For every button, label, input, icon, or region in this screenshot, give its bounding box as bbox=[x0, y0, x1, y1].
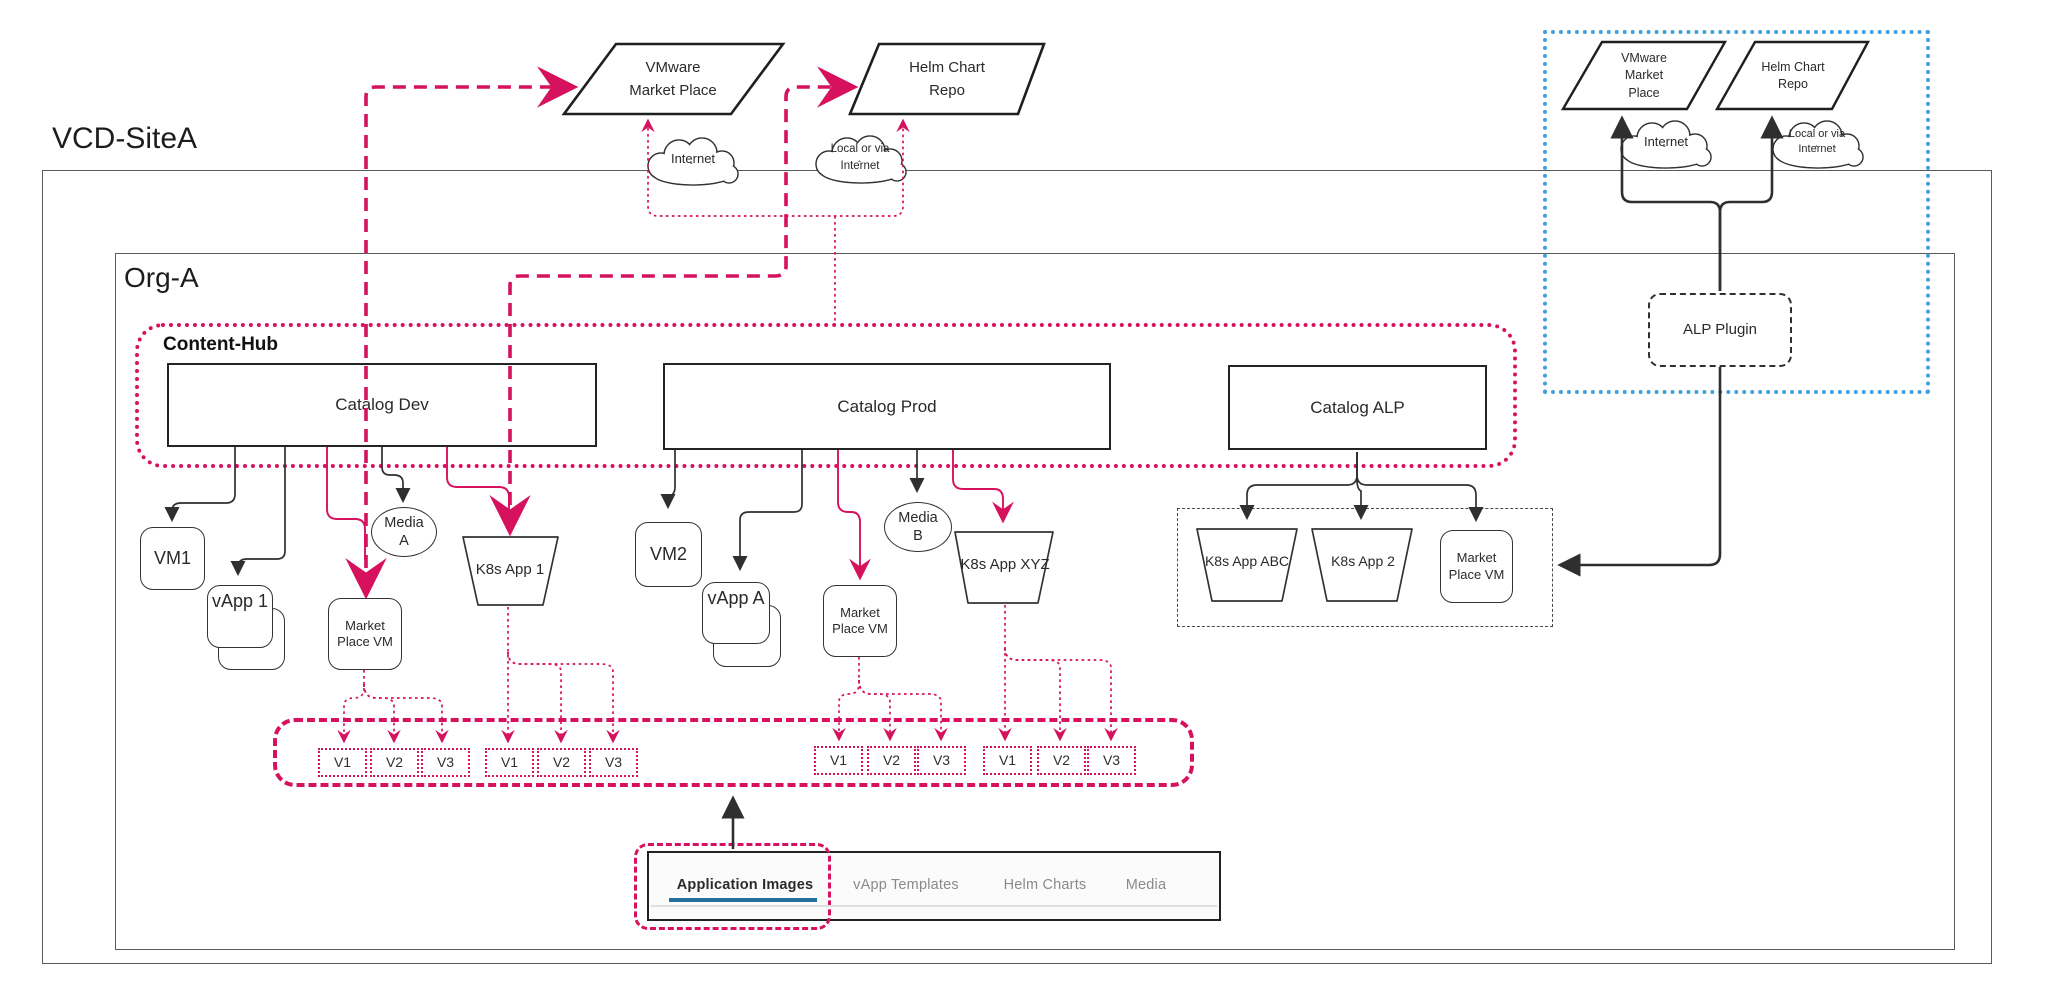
helm-repo-label: Helm Chart Repo bbox=[909, 58, 985, 99]
edge-mpvm-dev-v3 bbox=[363, 683, 449, 744]
vapp-a-label: vApp A bbox=[707, 587, 765, 608]
k8s-app-xyz-shape bbox=[954, 531, 1054, 604]
alp-plugin-box: ALP Plugin bbox=[1648, 293, 1792, 367]
version-group-container bbox=[273, 718, 1194, 787]
tab-media[interactable]: Media bbox=[1125, 876, 1167, 893]
tab-application-images[interactable]: Application Images bbox=[676, 876, 814, 893]
version-box: V1 bbox=[485, 748, 534, 777]
internet-cloud-label: Internet bbox=[670, 150, 716, 166]
marketplace-vm-dev-node: Market Place VM bbox=[328, 598, 402, 670]
version-box: V3 bbox=[1087, 746, 1136, 775]
tab-helm-charts[interactable]: Helm Charts bbox=[1003, 876, 1087, 893]
edge-prod-to-marketplace-vm bbox=[837, 450, 871, 581]
org-label: Org-A bbox=[124, 262, 199, 293]
org-a-boundary bbox=[115, 253, 1955, 950]
edge-prod-to-k8s-app-xyz bbox=[952, 450, 1014, 524]
version-box: V3 bbox=[421, 748, 470, 777]
edge-helm-repo-sync bbox=[489, 66, 859, 537]
marketplace-vm-prod-label: Market Place VM bbox=[832, 604, 888, 636]
alp-local-cloud-label: Local or via Internet bbox=[1788, 127, 1846, 155]
version-box: V3 bbox=[589, 748, 638, 777]
edge-dev-to-marketplace-vm bbox=[326, 447, 366, 560]
edge-k8s1-v2 bbox=[507, 651, 568, 744]
media-b-node: Media B bbox=[884, 502, 952, 552]
vm1-label: VM1 bbox=[153, 548, 191, 569]
marketplace-label: VMware Market Place bbox=[629, 58, 717, 99]
edge-dev-to-vm1 bbox=[164, 447, 236, 523]
edge-dev-to-vapp1 bbox=[230, 447, 286, 577]
k8s-app-1-label: K8s App 1 bbox=[475, 560, 545, 578]
media-a-label: Media A bbox=[384, 514, 424, 549]
media-a-node: Media A bbox=[371, 507, 437, 557]
edge-mpvm-prod-v1 bbox=[832, 657, 860, 742]
vapp1-node bbox=[207, 585, 273, 648]
edge-internet-link bbox=[641, 118, 910, 217]
version-box: V2 bbox=[370, 748, 419, 777]
version-box: V2 bbox=[867, 746, 916, 775]
edge-dev-to-k8s-app-1 bbox=[446, 447, 510, 515]
alp-marketplace-label: VMware Market Place bbox=[1621, 50, 1667, 100]
vm2-label: VM2 bbox=[649, 544, 687, 565]
edge-k8s1-v3 bbox=[507, 651, 620, 744]
k8s-app-abc-label: K8s App ABC bbox=[1204, 553, 1290, 570]
edge-plugin-to-alp-group bbox=[1557, 367, 1722, 577]
content-hub-label: Content-Hub bbox=[163, 334, 279, 355]
alp-zone-boundary bbox=[1543, 30, 1930, 394]
version-box: V1 bbox=[318, 748, 367, 777]
helm-repo-parallelogram bbox=[848, 42, 1046, 116]
edge-prod-to-vm2 bbox=[660, 450, 676, 510]
vapp1-label: vApp 1 bbox=[211, 590, 269, 611]
marketplace-vm-dev-label: Market Place VM bbox=[337, 617, 393, 649]
edge-mpvm-prod-v2 bbox=[858, 679, 897, 742]
catalog-alp-box: Catalog ALP bbox=[1228, 365, 1487, 450]
site-label: VCD-SiteA bbox=[52, 122, 198, 155]
tab-vapp-templates[interactable]: vApp Templates bbox=[853, 876, 959, 893]
vapp-a-node bbox=[702, 582, 770, 644]
k8s-app-abc-shape bbox=[1196, 528, 1298, 602]
edge-alp-to-k8s-abc bbox=[1239, 452, 1358, 521]
version-box: V2 bbox=[1037, 746, 1086, 775]
alp-internet-cloud-label: Internet bbox=[1643, 133, 1689, 149]
edge-mpvm-prod-v3 bbox=[858, 679, 948, 742]
media-b-label: Media B bbox=[898, 509, 938, 544]
vcd-site-boundary bbox=[42, 170, 1992, 964]
marketplace-vm-alp-node: Market Place VM bbox=[1440, 530, 1513, 603]
edge-k8sxyz-v2 bbox=[1004, 647, 1067, 742]
edge-dev-to-media-a bbox=[381, 447, 411, 504]
alp-marketplace-parallelogram bbox=[1560, 40, 1728, 111]
alp-helm-repo-label: Helm Chart Repo bbox=[1761, 59, 1825, 92]
version-box: V3 bbox=[917, 746, 966, 775]
edge-alp-to-marketplace-vm bbox=[1356, 452, 1484, 523]
k8s-app-xyz-label: K8s App XYZ bbox=[960, 555, 1050, 573]
tab-baseline bbox=[651, 905, 1217, 907]
k8s-app-2-label: K8s App 2 bbox=[1331, 553, 1395, 570]
vm1-node: VM1 bbox=[140, 527, 205, 590]
edge-plugin-to-alp-helm bbox=[1718, 115, 1784, 291]
version-box: V1 bbox=[983, 746, 1032, 775]
version-box: V1 bbox=[814, 746, 863, 775]
marketplace-vm-prod-node: Market Place VM bbox=[823, 585, 897, 657]
edge-marketplace-sync bbox=[345, 66, 579, 600]
version-box: V2 bbox=[537, 748, 586, 777]
catalog-alp-label: Catalog ALP bbox=[1310, 397, 1405, 417]
active-tab-underline bbox=[669, 898, 817, 902]
catalog-tab-bar bbox=[647, 851, 1221, 921]
alp-helm-repo-parallelogram bbox=[1714, 40, 1871, 111]
k8s-app-2-shape bbox=[1311, 528, 1413, 602]
catalog-prod-label: Catalog Prod bbox=[837, 396, 937, 416]
edge-prod-to-vapp-a bbox=[732, 450, 803, 572]
edge-k8sxyz-v3 bbox=[1004, 647, 1118, 742]
edge-mpvm-dev-v2 bbox=[363, 683, 401, 744]
vm2-node: VM2 bbox=[635, 522, 702, 587]
edge-mpvm-dev-v1 bbox=[337, 670, 365, 744]
alp-plugin-label: ALP Plugin bbox=[1683, 320, 1757, 338]
marketplace-vm-alp-label: Market Place VM bbox=[1448, 550, 1505, 582]
local-internet-cloud-label: Local or via Internet bbox=[830, 143, 890, 172]
